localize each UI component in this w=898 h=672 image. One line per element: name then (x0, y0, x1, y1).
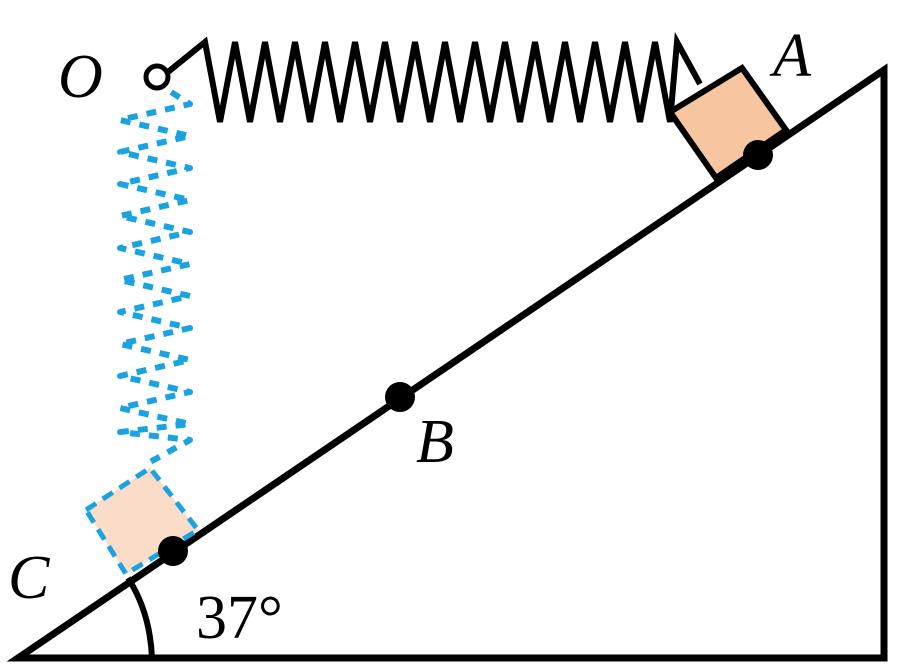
pivot-icon (143, 63, 171, 91)
incline-triangle (6, 63, 888, 662)
block-a (665, 63, 791, 183)
point-b-dot (385, 382, 415, 412)
angle-arc (125, 576, 155, 659)
dashed-spring (117, 79, 193, 465)
label-b: B (416, 408, 454, 476)
point-a-dot (743, 140, 773, 170)
dashed-block-c (82, 464, 202, 578)
label-a: A (769, 22, 812, 90)
label-c: C (8, 544, 50, 612)
point-c-dot (158, 536, 188, 566)
label-o: O (58, 43, 103, 111)
angle-label: 37° (196, 584, 283, 652)
solid-spring (166, 31, 703, 123)
